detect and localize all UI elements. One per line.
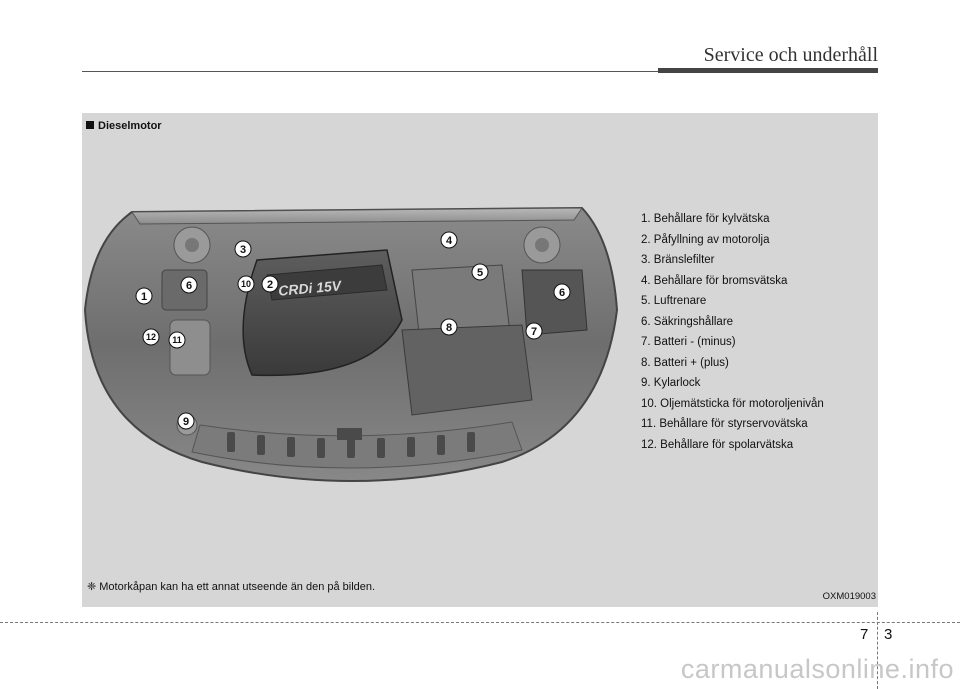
- section-title: Dieselmotor: [86, 120, 162, 132]
- svg-text:12: 12: [146, 332, 156, 342]
- svg-text:3: 3: [240, 244, 246, 256]
- legend-item: 11. Behållare för styrservovätska: [641, 418, 808, 430]
- svg-text:5: 5: [477, 267, 483, 279]
- legend-item: 4. Behållare för bromsvätska: [641, 274, 788, 287]
- callout-9: 9: [177, 412, 195, 430]
- header-divider: [82, 71, 878, 72]
- callout-7: 7: [525, 322, 543, 340]
- hood-lip: [131, 207, 583, 225]
- figure-code: OXM019003: [822, 591, 876, 602]
- engine-cover-logo: CRDi 15V: [278, 277, 344, 299]
- svg-text:9: 9: [183, 416, 189, 428]
- callout-10: 10: [237, 275, 255, 293]
- page-header-title: Service och underhåll: [703, 44, 878, 66]
- svg-text:1: 1: [141, 291, 147, 303]
- section-title-text: Dieselmotor: [98, 120, 162, 132]
- svg-text:4: 4: [446, 235, 453, 247]
- svg-text:8: 8: [446, 322, 452, 334]
- legend-item: 3. Bränslefilter: [641, 254, 715, 266]
- callout-6-left: 6: [180, 276, 198, 294]
- footer-divider: [0, 622, 960, 623]
- page-number-divider: [877, 612, 878, 689]
- callout-6-right: 6: [553, 283, 571, 301]
- svg-text:11: 11: [172, 335, 182, 345]
- page-number: 3: [884, 626, 893, 643]
- square-bullet-icon: [86, 121, 94, 129]
- legend-item: 10. Oljemätsticka för motoroljenivån: [641, 397, 824, 410]
- svg-text:2: 2: [267, 279, 273, 291]
- legend-item: 12. Behållare för spolarvätska: [641, 438, 794, 451]
- component-legend: 1. Behållare för kylvätska 2. Påfyllning…: [641, 209, 824, 455]
- callout-1: 1: [135, 287, 153, 305]
- chapter-number: 7: [860, 626, 869, 643]
- legend-item: 6. Säkringshållare: [641, 315, 734, 328]
- front-panel: [191, 421, 523, 469]
- figure-footnote: ❈ Motorkåpan kan ha ett annat utseende ä…: [87, 581, 376, 593]
- legend-item: 1. Behållare för kylvätska: [641, 213, 770, 225]
- callout-2: 2: [261, 275, 279, 293]
- svg-text:10: 10: [241, 279, 251, 289]
- svg-text:6: 6: [559, 287, 565, 299]
- callout-markers: 1 2 3 4 5 6 6 7 8 9 10 11 12: [135, 231, 571, 430]
- legend-item: 5. Luftrenare: [641, 295, 707, 307]
- callout-5: 5: [471, 263, 489, 281]
- svg-text:6: 6: [186, 280, 192, 292]
- callout-12: 12: [142, 328, 160, 346]
- svg-text:7: 7: [531, 326, 537, 338]
- watermark-text: carmanualsonline.info: [680, 654, 954, 684]
- header-accent-bar: [658, 68, 878, 73]
- callout-8: 8: [440, 318, 458, 336]
- callout-4: 4: [440, 231, 458, 249]
- legend-item: 9. Kylarlock: [641, 377, 701, 389]
- legend-item: 2. Påfyllning av motorolja: [641, 233, 770, 246]
- legend-item: 8. Batteri + (plus): [641, 356, 729, 369]
- engine-bay-illustration: CRDi 15V 1 2 3 4 5 6 6 7 8 9 10 11 12: [83, 206, 619, 482]
- legend-item: 7. Batteri - (minus): [641, 336, 736, 348]
- callout-3: 3: [234, 240, 252, 258]
- callout-11: 11: [168, 331, 186, 349]
